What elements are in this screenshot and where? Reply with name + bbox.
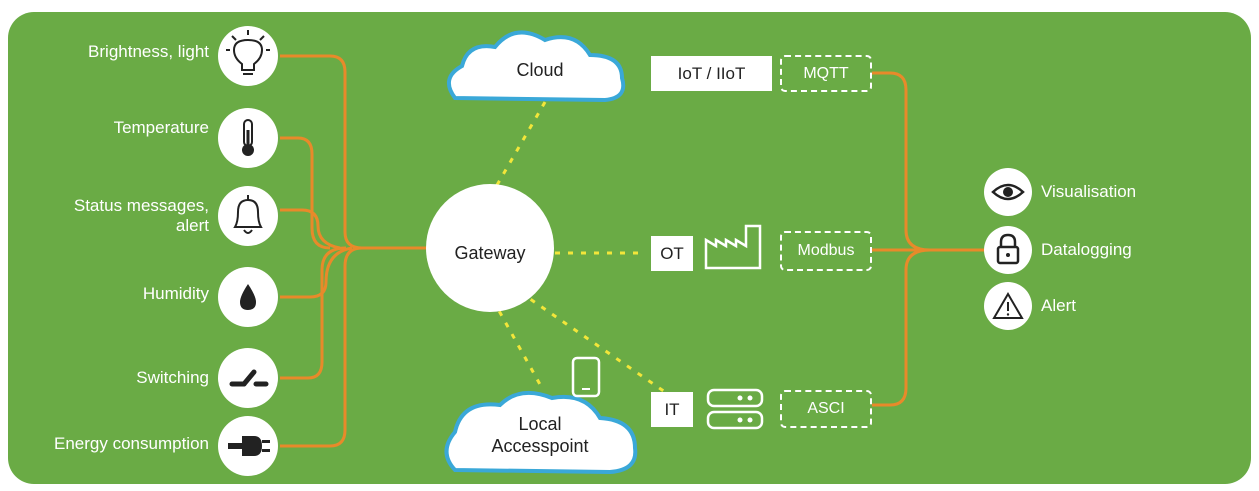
protocol-mqtt: MQTT bbox=[780, 55, 872, 92]
factory-icon bbox=[704, 224, 762, 270]
server-icon bbox=[706, 388, 764, 430]
plug-icon bbox=[228, 436, 270, 456]
background-panel bbox=[8, 12, 1251, 484]
smartphone-icon bbox=[571, 356, 601, 398]
protocol-asci: ASCI bbox=[780, 390, 872, 428]
local-accesspoint-label: Local Accesspoint bbox=[491, 414, 589, 456]
lock-icon bbox=[996, 233, 1020, 265]
sensor-label-brightness: Brightness, light bbox=[88, 42, 209, 61]
water-drop-icon bbox=[240, 284, 256, 310]
eye-icon bbox=[991, 183, 1025, 201]
sensor-label-switching: Switching bbox=[136, 368, 209, 387]
cloud-shape-top bbox=[446, 30, 626, 103]
output-label-visualisation: Visualisation bbox=[1041, 182, 1137, 201]
sensor-label-temperature: Temperature bbox=[113, 118, 209, 137]
channel-box-iot: IoT / IIoT bbox=[651, 56, 772, 91]
output-label-datalogging: Datalogging bbox=[1041, 240, 1132, 259]
output-label-alert: Alert bbox=[1041, 296, 1076, 315]
sensor-label-humidity: Humidity bbox=[142, 284, 209, 303]
channel-box-it: IT bbox=[651, 392, 693, 427]
lightbulb-icon bbox=[226, 30, 270, 75]
switch-icon bbox=[229, 369, 269, 387]
sensor-label-status: Status messages, alert bbox=[73, 196, 209, 236]
sensor-connectors bbox=[280, 54, 440, 448]
wireless-links bbox=[491, 101, 666, 394]
output-connectors bbox=[872, 71, 985, 407]
sensor-label-energy: Energy consumption bbox=[54, 434, 209, 453]
protocol-modbus: Modbus bbox=[780, 231, 872, 271]
channel-box-ot: OT bbox=[651, 236, 693, 271]
gateway-label: Gateway bbox=[454, 243, 526, 263]
cloud-label: Cloud bbox=[516, 60, 564, 80]
gateway-node bbox=[426, 184, 554, 312]
thermometer-icon bbox=[242, 119, 254, 156]
bell-icon bbox=[233, 195, 263, 234]
warning-icon bbox=[992, 292, 1024, 319]
cloud-shape-bottom bbox=[444, 390, 638, 475]
